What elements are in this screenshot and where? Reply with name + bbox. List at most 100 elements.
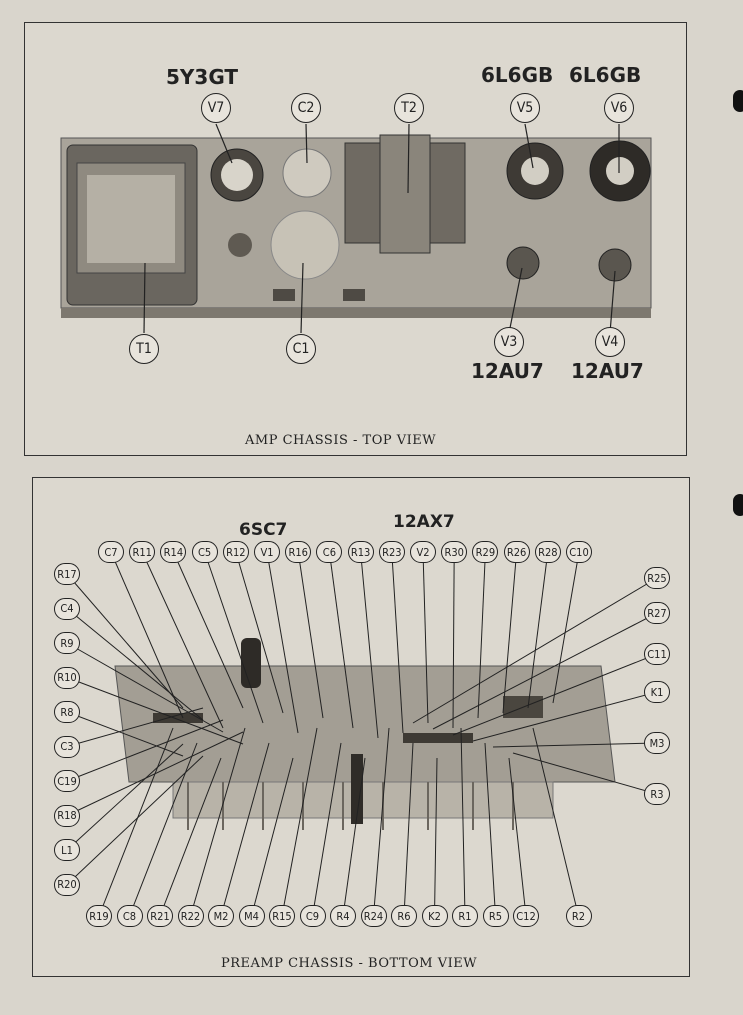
callout-v3: V3 [494,327,524,357]
callout-c12: C12 [513,905,539,927]
callout-c8: C8 [116,905,143,927]
leader-line [235,551,284,714]
callout-r18: R18 [54,804,80,827]
tube-type-v7: 5Y3GT [166,65,239,89]
leader-line [66,719,224,782]
binder-hole-mark-top [733,90,743,112]
leader-line [477,551,486,719]
leader-line [66,743,184,851]
callout-c19: C19 [54,770,80,792]
callout-c7: C7 [98,541,124,563]
callout-r1: R1 [452,905,478,927]
leader-line [66,711,184,757]
amp-chassis-top-panel: 5Y3GT 6L6GB 6L6GB 12AU7 12AU7 V7 C2 T2 V… [24,22,687,456]
callout-r14: R14 [160,541,187,563]
leader-line [360,551,379,739]
leader-line [66,707,204,747]
leader-line [512,752,658,795]
leader-line [141,551,224,729]
callout-r19: R19 [86,905,112,927]
leader-line [110,551,184,719]
leader-line [508,757,527,917]
tube-type-v2: 12AX7 [393,512,455,532]
callout-r27: R27 [644,602,670,624]
callout-r17: R17 [54,563,80,585]
leader-line [98,727,174,917]
callout-k1: K1 [644,681,670,703]
tube-type-v4: 12AU7 [571,359,644,383]
leader-line [527,551,549,709]
leader-line [492,742,658,748]
callout-c9: C9 [299,905,326,927]
leader-line [159,757,222,917]
callout-c10: C10 [566,541,592,563]
leader-line [297,551,324,719]
callout-r30: R30 [441,541,468,563]
callout-r24: R24 [360,905,387,927]
leader-line [434,757,438,917]
callout-m2: M2 [208,905,234,927]
callout-c4: C4 [54,597,80,620]
callout-v2: V2 [410,541,436,563]
callout-v1: V1 [254,541,280,563]
callout-m3: M3 [644,732,670,754]
callout-v4: V4 [595,327,625,357]
callout-k2: K2 [421,905,448,927]
leader-line [266,551,299,734]
callout-r11: R11 [129,541,156,563]
leader-line [502,551,518,714]
leader-line [66,642,224,733]
callout-l1: L1 [54,839,80,861]
callout-r2: R2 [565,905,592,927]
leader-line [204,551,264,724]
leader-line [342,757,366,917]
callout-r15: R15 [269,905,295,927]
leader-line [412,577,658,724]
callout-r5: R5 [482,905,509,927]
tube-type-v3: 12AU7 [471,359,544,383]
leader-line [251,757,294,917]
callout-r20: R20 [54,873,80,896]
leader-line [66,677,244,745]
leader-line [281,727,318,917]
callout-r21: R21 [147,905,173,927]
callout-v6: V6 [604,93,634,123]
callout-r9: R9 [54,632,80,654]
callout-c5: C5 [191,541,218,563]
leader-line [472,691,658,742]
tube-type-v1: 6SC7 [239,520,288,540]
leader-line [328,551,354,729]
leader-line [220,742,270,917]
amp-chassis-caption: AMP CHASSIS - TOP VIEW [245,433,437,448]
callout-r13: R13 [347,541,374,563]
callout-r23: R23 [378,541,405,563]
callout-c6: C6 [316,541,343,563]
callout-r25: R25 [644,567,670,589]
callout-r29: R29 [472,541,499,563]
callout-c1: C1 [286,334,316,364]
callout-r26: R26 [503,541,530,563]
leader-line [391,551,404,734]
leader-line [484,742,496,917]
leader-line [403,742,414,917]
callout-r3: R3 [644,783,670,805]
tube-type-v6: 6L6GB [569,63,642,87]
callout-t1: T1 [129,334,159,364]
leader-line [66,573,184,709]
preamp-chassis-caption: PREAMP CHASSIS - BOTTOM VIEW [221,956,478,971]
callout-c2: C2 [291,93,321,123]
callout-r28: R28 [534,541,561,563]
binder-hole-mark-middle [733,494,743,516]
callout-r8: R8 [54,701,80,723]
leader-line [532,727,579,917]
callout-c3: C3 [54,735,80,758]
leader-line [373,727,390,917]
leader-line [452,653,658,736]
callout-v5: V5 [510,93,540,123]
callout-c11: C11 [644,643,670,665]
callout-r6: R6 [391,905,417,927]
callout-m4: M4 [238,905,265,927]
leader-line [552,551,580,704]
tube-type-v5: 6L6GB [481,63,554,87]
leader-line [422,551,429,724]
